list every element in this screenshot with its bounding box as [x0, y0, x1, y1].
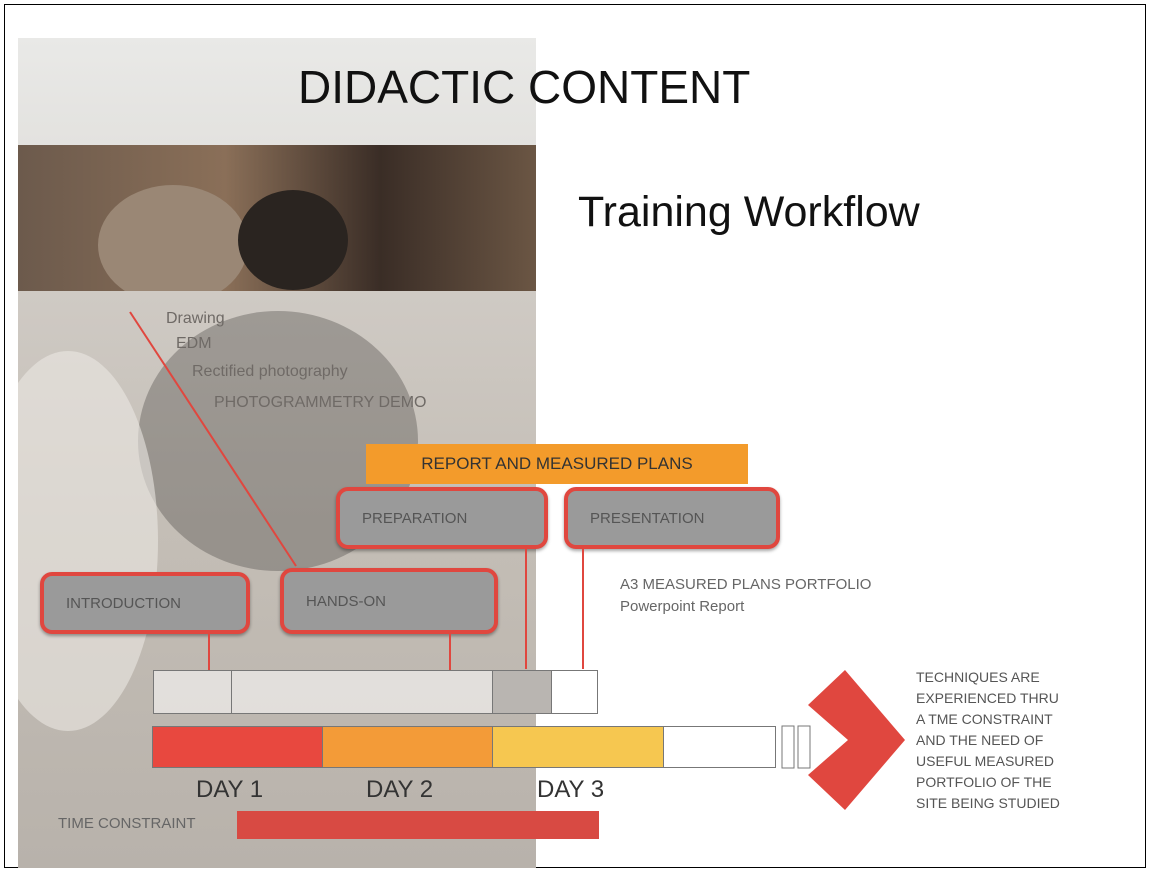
- phase-hands-on: HANDS-ON: [280, 568, 498, 634]
- photo-figure: [18, 351, 158, 731]
- phase-preparation-label: PREPARATION: [362, 509, 468, 527]
- preparation-connector: [525, 549, 527, 669]
- technique-edm: EDM: [176, 335, 212, 352]
- phase-preparation: PREPARATION: [336, 487, 548, 549]
- slide-title: DIDACTIC CONTENT: [298, 61, 751, 113]
- schedule-cell: [551, 670, 598, 714]
- hands-on-connector: [129, 311, 297, 567]
- phase-introduction: INTRODUCTION: [40, 572, 250, 634]
- introduction-connector: [208, 634, 210, 670]
- hands-on-connector: [449, 634, 451, 670]
- day-1-bar: [152, 726, 323, 768]
- phase-presentation: PRESENTATION: [564, 487, 780, 549]
- timeline-remainder-bar: [663, 726, 776, 768]
- schedule-cell: [153, 670, 232, 714]
- photo-dark-band: [18, 145, 536, 305]
- portfolio-notes: A3 MEASURED PLANS PORTFOLIO Powerpoint R…: [620, 574, 871, 618]
- arrow-icon: [808, 670, 905, 810]
- time-constraint-bar: [237, 811, 599, 839]
- technique-photogrammetry-demo: PHOTOGRAMMETRY DEMO: [214, 394, 427, 411]
- phase-introduction-label: INTRODUCTION: [66, 594, 181, 612]
- timeline-gap-mark: [797, 725, 811, 769]
- technique-drawing: Drawing: [166, 310, 225, 327]
- day-2-label: DAY 2: [366, 776, 434, 803]
- report-label: REPORT AND MEASURED PLANS: [366, 444, 748, 484]
- technique-rectified-photography: Rectified photography: [192, 363, 348, 380]
- phase-presentation-label: PRESENTATION: [590, 509, 705, 527]
- slide-frame: [4, 4, 1146, 868]
- photo-figure: [238, 190, 348, 290]
- day-3-bar: [492, 726, 664, 768]
- presentation-connector: [582, 549, 584, 669]
- day-2-bar: [322, 726, 493, 768]
- slide-subtitle: Training Workflow: [578, 188, 920, 236]
- schedule-cell: [231, 670, 493, 714]
- day-1-label: DAY 1: [196, 776, 264, 803]
- portfolio-line: A3 MEASURED PLANS PORTFOLIO: [620, 576, 872, 593]
- time-constraint-label: TIME CONSTRAINT: [58, 815, 196, 832]
- timeline-gap-mark: [781, 725, 795, 769]
- photo-top-band: [18, 38, 536, 145]
- side-note: TECHNIQUES ARE EXPERIENCED THRU A TME CO…: [916, 669, 1060, 811]
- photo-figure: [98, 185, 248, 305]
- phase-hands-on-label: HANDS-ON: [306, 592, 387, 610]
- portfolio-line: Powerpoint Report: [620, 598, 745, 615]
- day-3-label: DAY 3: [537, 776, 605, 803]
- schedule-cell: [492, 670, 552, 714]
